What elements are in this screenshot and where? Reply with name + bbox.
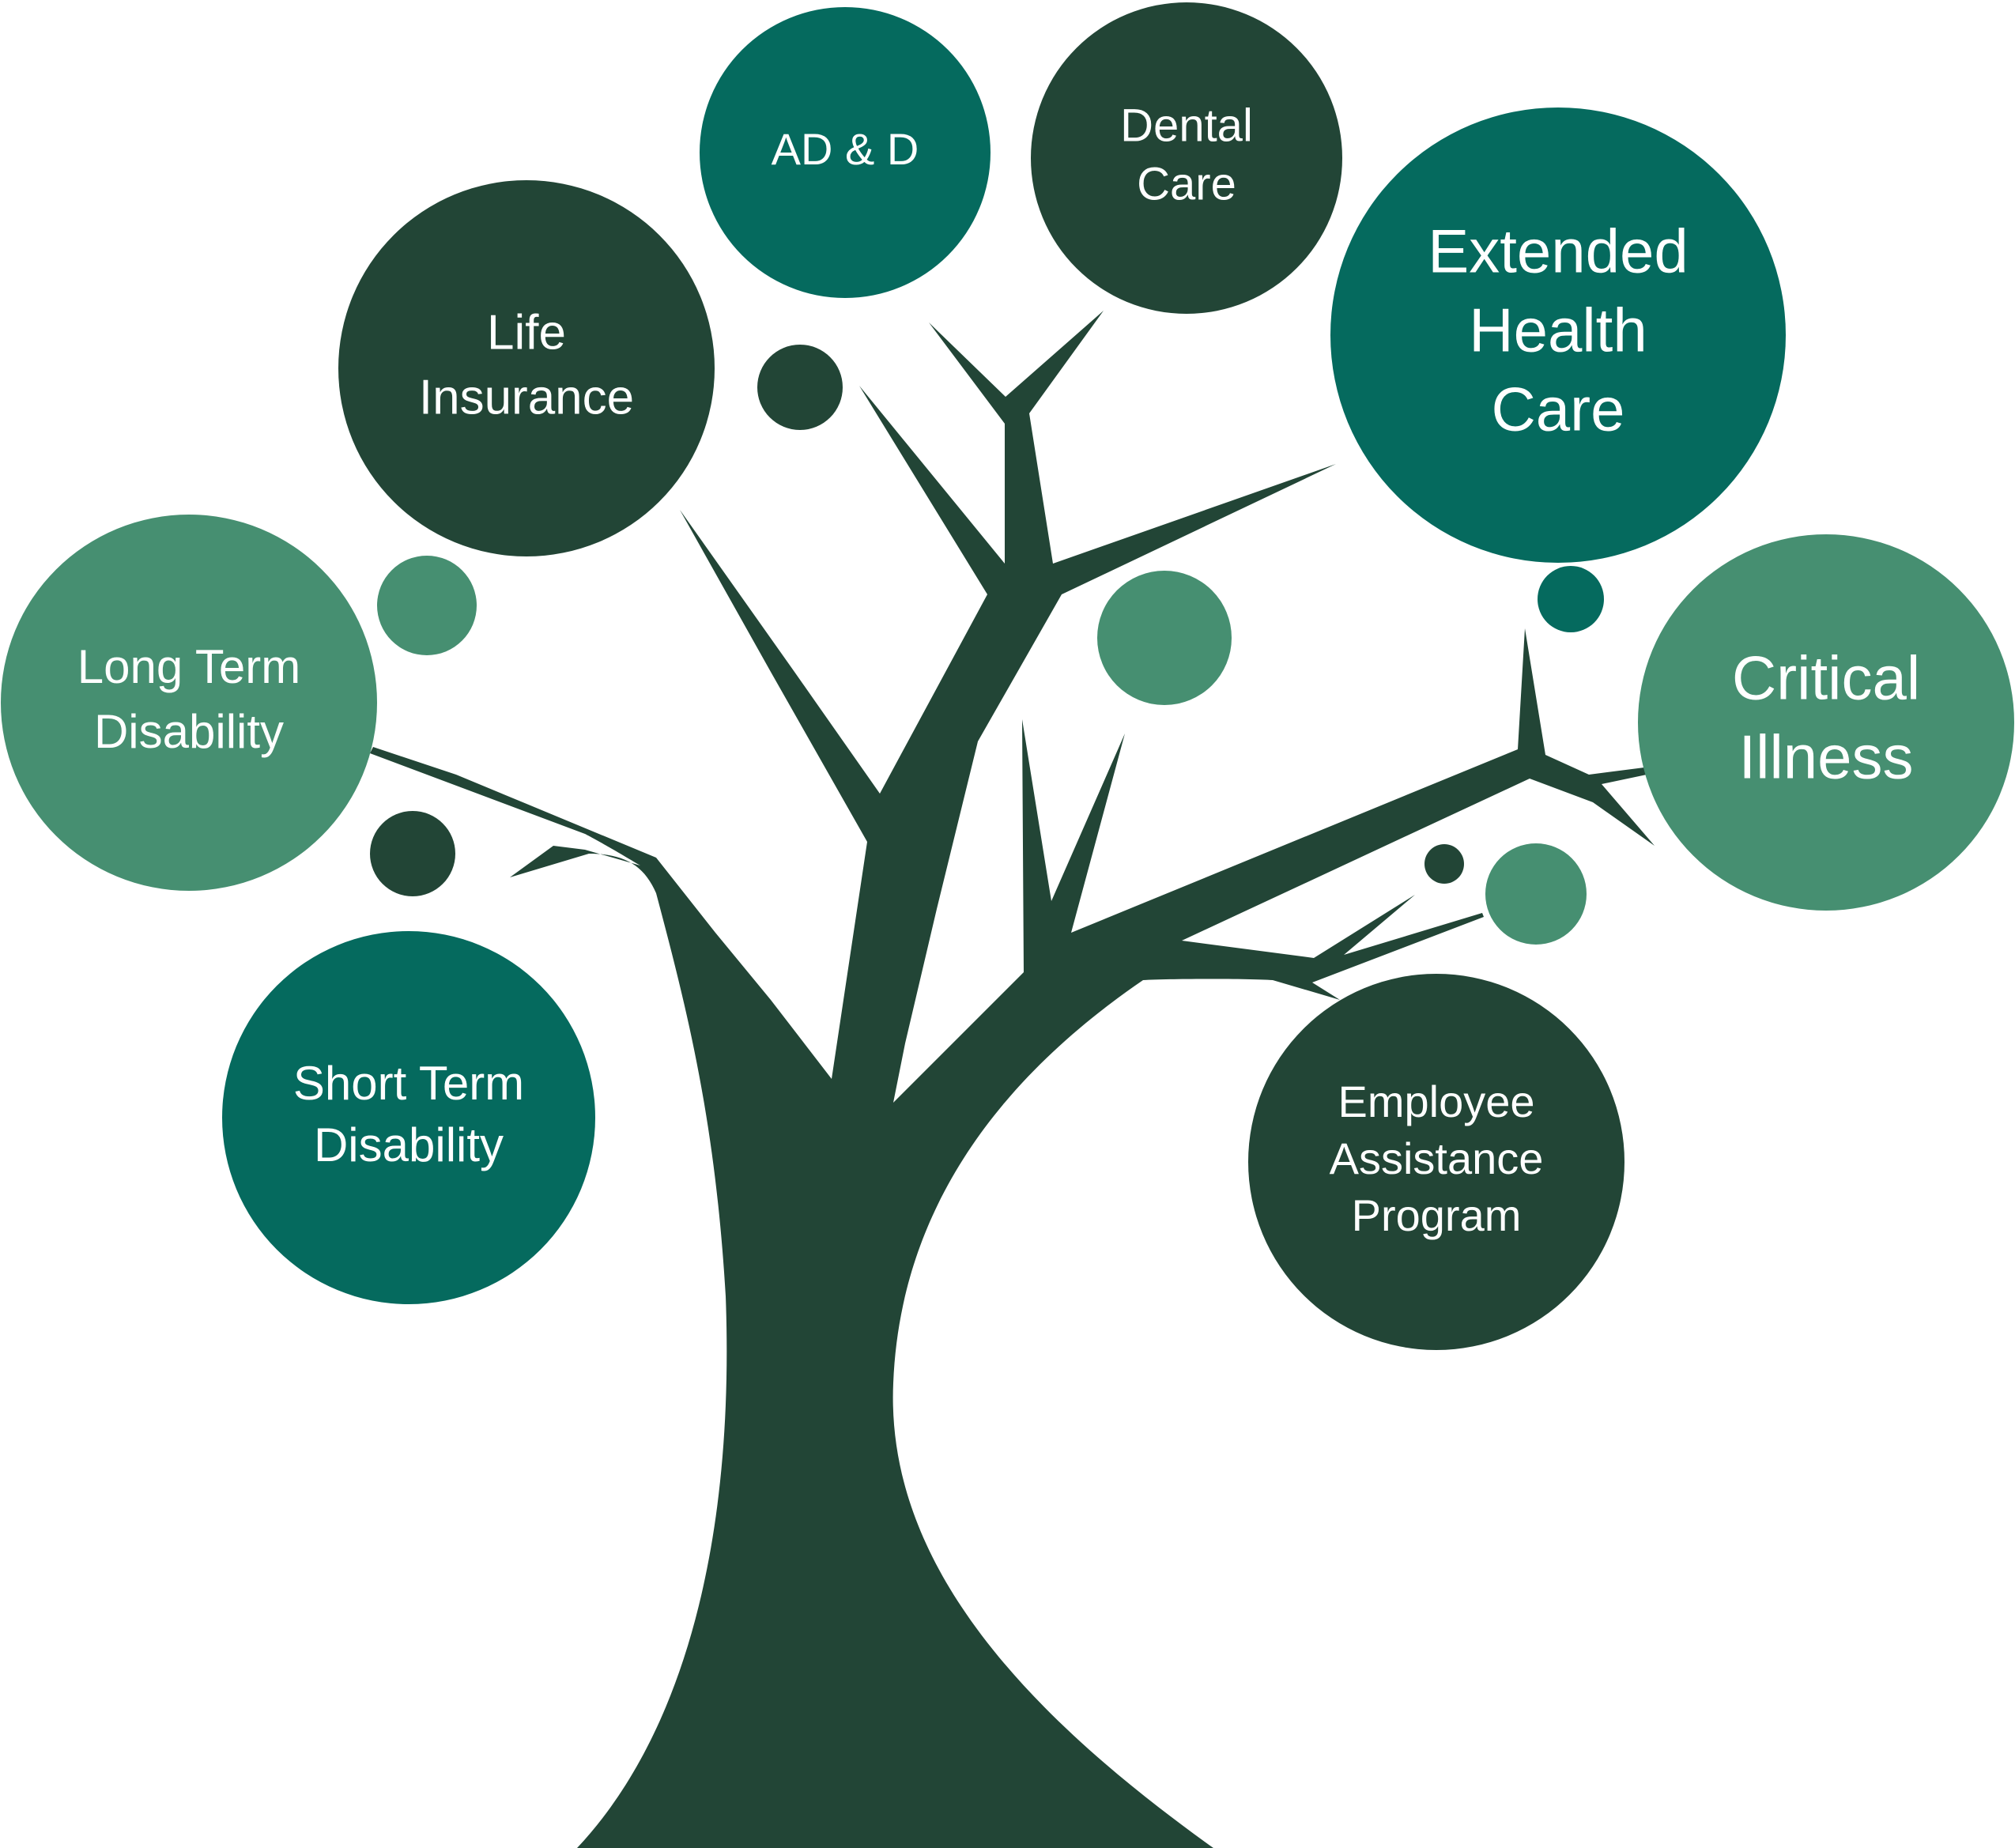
dot-decor-2 bbox=[377, 556, 477, 655]
benefit-label-extended-health-care-line-3: Care bbox=[1491, 375, 1624, 444]
benefit-circle-employee-assistance-program bbox=[1248, 974, 1624, 1350]
dot-decor-6 bbox=[1424, 844, 1464, 884]
dot-decor-1 bbox=[757, 345, 843, 430]
benefit-label-employee-assistance-program-line-3: Program bbox=[1352, 1190, 1522, 1240]
benefit-circle-long-term-disability bbox=[1, 515, 377, 891]
benefit-label-dental-care-line-2: Care bbox=[1137, 158, 1236, 209]
benefit-circle-ad-d bbox=[700, 7, 991, 298]
benefit-label-employee-assistance-program-line-1: Employee bbox=[1338, 1077, 1534, 1126]
dot-decor-3 bbox=[370, 811, 455, 896]
benefit-label-short-term-disability-line-2: Disability bbox=[314, 1118, 504, 1171]
benefit-circle-dental-care bbox=[1031, 2, 1342, 314]
benefit-label-short-term-disability-line-1: Short Term bbox=[293, 1057, 524, 1110]
dot-decor-5 bbox=[1538, 566, 1604, 632]
benefit-circle-short-term-disability bbox=[222, 931, 595, 1304]
tree-trunk bbox=[370, 311, 1655, 1848]
benefit-label-critical-illness-line-1: Critical bbox=[1732, 643, 1920, 713]
benefit-label-long-term-disability-line-1: Long Term bbox=[77, 640, 300, 693]
benefit-circle-extended-health-care bbox=[1330, 107, 1786, 563]
benefit-label-ad-d-line-1: AD & D bbox=[772, 124, 919, 174]
benefit-label-life-insurance-line-1: Life bbox=[487, 305, 566, 360]
benefit-circle-critical-illness bbox=[1638, 534, 2014, 911]
benefit-label-dental-care-line-1: Dental bbox=[1120, 100, 1253, 151]
dot-decor-7 bbox=[1485, 843, 1587, 945]
benefit-label-employee-assistance-program-line-2: Assistance bbox=[1330, 1133, 1544, 1183]
benefit-label-critical-illness-line-2: Illness bbox=[1738, 722, 1913, 792]
benefit-circle-life-insurance bbox=[338, 180, 715, 556]
benefit-label-extended-health-care-line-2: Health bbox=[1469, 296, 1647, 365]
benefit-ad-d: AD & D bbox=[700, 7, 991, 298]
benefit-label-life-insurance-line-2: Insurance bbox=[419, 370, 634, 424]
dot-decor-4 bbox=[1097, 571, 1232, 705]
benefit-label-long-term-disability-line-2: Disability bbox=[94, 705, 284, 758]
benefit-label-extended-health-care-line-1: Extended bbox=[1428, 217, 1689, 286]
